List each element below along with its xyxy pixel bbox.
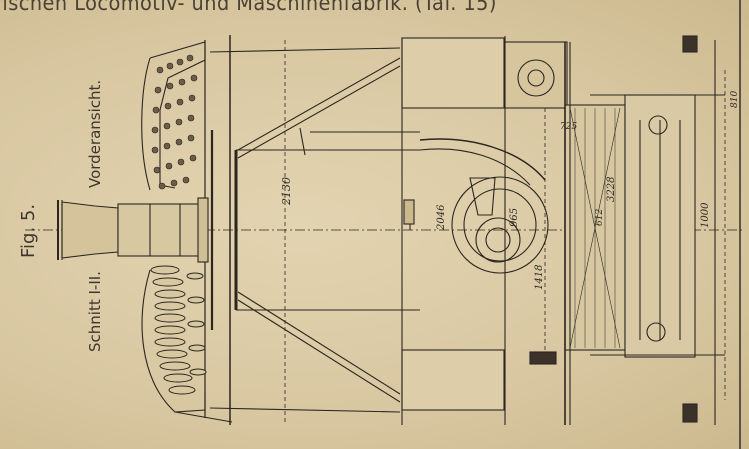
dimension-1000: 1000 — [700, 202, 711, 228]
rear-frame — [529, 35, 726, 425]
cylinder-section — [403, 108, 549, 350]
boiler-barrel — [236, 40, 420, 425]
dimension-2046: 2046 — [436, 204, 447, 230]
dimension-965: 965 — [509, 207, 520, 227]
dimension-612: 612 — [595, 208, 605, 226]
tube-bank-upper — [151, 54, 198, 190]
stay-rods — [209, 47, 401, 413]
dimension-810: 810 — [730, 90, 740, 108]
front-view-label: Vorderansicht. — [86, 79, 104, 188]
smokebox-front — [197, 35, 238, 425]
sheet-header: rischen Locomotiv- und Maschinenfabrik. … — [0, 0, 497, 15]
figure-number: Fig. 5. — [18, 203, 39, 258]
dimension-2130: 2130 — [280, 177, 293, 205]
tube-bank-lower — [150, 265, 207, 395]
dimension-725: 725 — [560, 122, 578, 132]
firebox — [564, 42, 626, 425]
chimney — [57, 200, 207, 260]
cab-box — [401, 36, 568, 425]
dimension-3228: 3228 — [606, 176, 617, 202]
section-label: Schnitt I-II. — [86, 271, 104, 352]
dimension-1418: 1418 — [534, 264, 545, 290]
